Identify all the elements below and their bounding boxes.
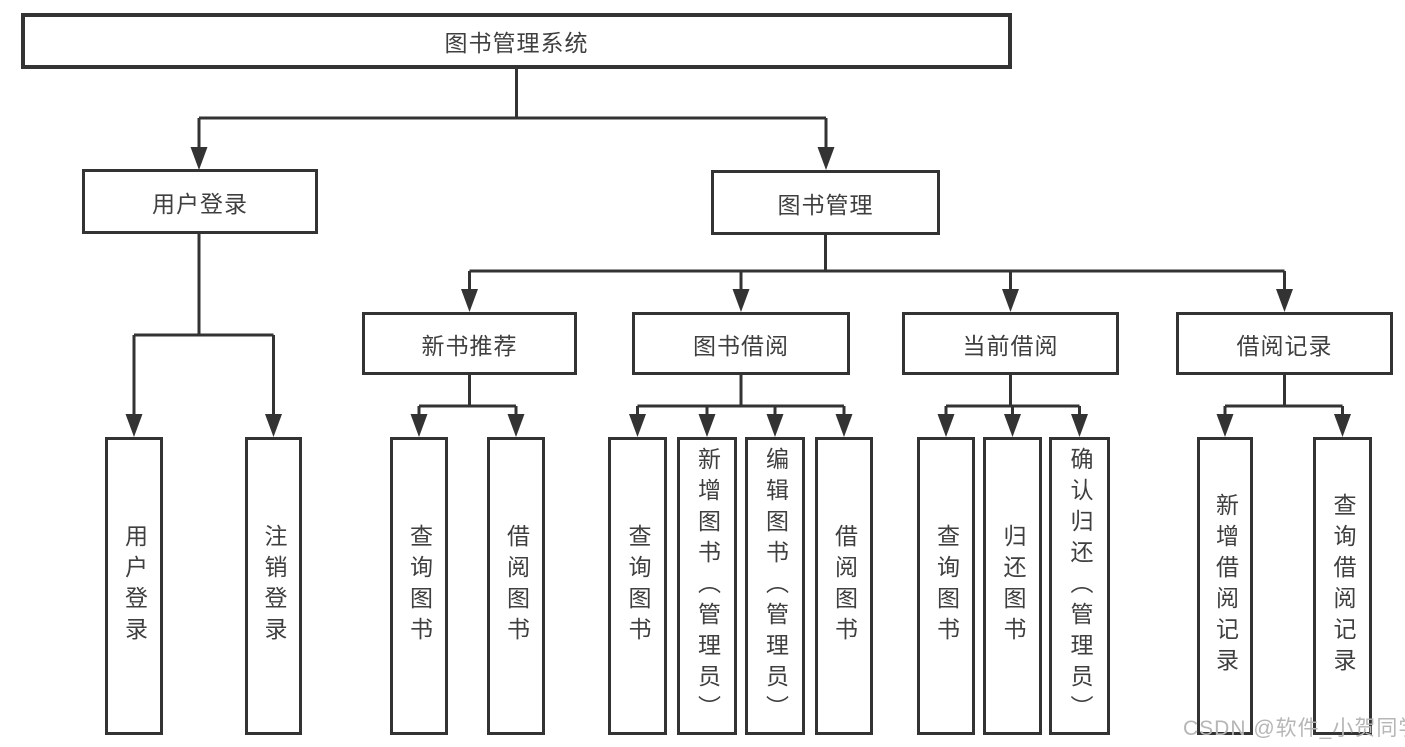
leaf-logout: 注销登录: [245, 437, 302, 735]
arrowheads: [125, 147, 1351, 437]
leaf-records-query-record: 查询借阅记录: [1313, 437, 1372, 735]
node-new-book-recommend: 新书推荐: [362, 312, 577, 375]
node-book-borrowing-label: 图书借阅: [693, 332, 789, 359]
leaf-user-login: 用户登录: [105, 437, 163, 735]
leaf-newbook-query-books: 查询图书: [390, 437, 448, 735]
leaf-records-add-record-label: 新增借阅记录: [1212, 493, 1239, 679]
node-borrowing-records: 借阅记录: [1176, 312, 1393, 375]
leaf-current-query-books-label: 查询图书: [933, 524, 960, 648]
leaf-newbook-borrow-books-label: 借阅图书: [503, 524, 530, 648]
node-borrowing-records-label: 借阅记录: [1236, 332, 1333, 359]
leaf-borrowing-borrow-books-label: 借阅图书: [831, 524, 858, 648]
node-user-login: 用户登录: [82, 169, 318, 234]
leaf-borrowing-add-books-admin: 新增图书（管理员）: [677, 437, 737, 735]
node-library-system: 图书管理系统: [21, 13, 1012, 69]
node-new-book-recommend-label: 新书推荐: [421, 332, 518, 359]
leaf-current-confirm-return-admin-label: 确认归还（管理员）: [1067, 446, 1093, 726]
leaf-records-add-record: 新增借阅记录: [1197, 437, 1253, 735]
leaf-borrowing-query-books-label: 查询图书: [625, 524, 651, 648]
leaf-records-query-record-label: 查询借阅记录: [1330, 493, 1356, 679]
csdn-watermark: CSDN @软件_小贺同学: [1183, 717, 1405, 740]
leaf-borrowing-edit-books-admin: 编辑图书（管理员）: [745, 437, 805, 735]
node-book-borrowing: 图书借阅: [632, 312, 850, 375]
leaf-logout-label: 注销登录: [261, 524, 287, 648]
leaf-current-return-books: 归还图书: [983, 437, 1042, 735]
leaf-borrowing-add-books-admin-label: 新增图书（管理员）: [694, 446, 721, 726]
node-current-borrowing-label: 当前借阅: [962, 332, 1059, 359]
node-book-management-label: 图书管理: [777, 191, 874, 218]
leaf-newbook-borrow-books: 借阅图书: [487, 437, 545, 735]
leaf-newbook-query-books-label: 查询图书: [406, 524, 433, 648]
leaf-current-return-books-label: 归还图书: [1000, 524, 1026, 648]
leaf-borrowing-query-books: 查询图书: [608, 437, 667, 735]
leaf-current-query-books: 查询图书: [917, 437, 975, 735]
leaf-user-login-label: 用户登录: [121, 524, 148, 648]
leaf-borrowing-borrow-books: 借阅图书: [815, 437, 873, 735]
node-book-management: 图书管理: [711, 170, 940, 235]
connector-paths: [132, 69, 1344, 415]
node-current-borrowing: 当前借阅: [902, 312, 1119, 375]
node-user-login-label: 用户登录: [152, 190, 248, 217]
leaf-current-confirm-return-admin: 确认归还（管理员）: [1049, 437, 1110, 735]
leaf-borrowing-edit-books-admin-label: 编辑图书（管理员）: [762, 446, 789, 726]
node-library-system-label: 图书管理系统: [444, 30, 589, 56]
